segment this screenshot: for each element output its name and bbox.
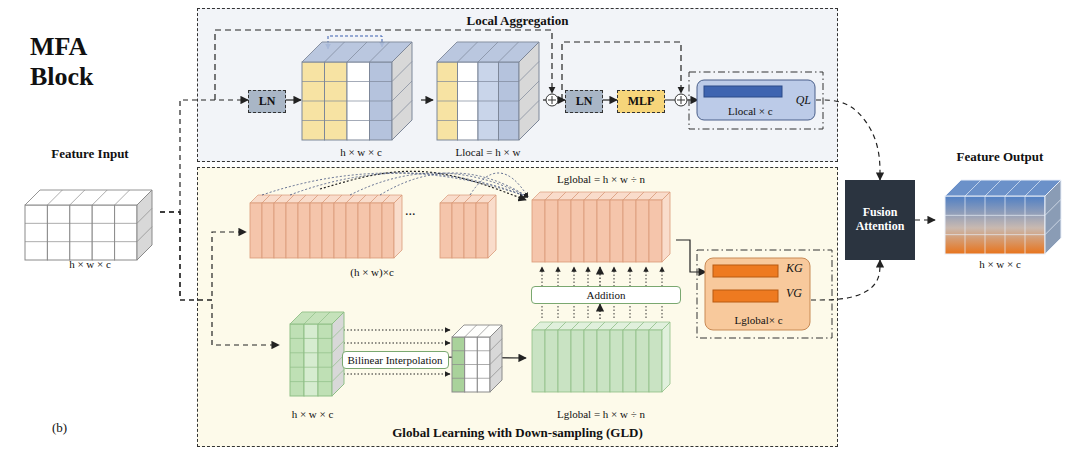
- downsample-map: h × w × c: [279, 306, 346, 421]
- query-frame: [689, 72, 823, 129]
- node-text: Lglobal = h × w ÷ n: [526, 173, 676, 186]
- flow-connector: [599, 267, 600, 286]
- local-tokens: Llocal = h × w: [433, 41, 543, 161]
- token-slabs: [440, 195, 496, 258]
- key-value-frame: [697, 250, 832, 338]
- node-text: h × w × c: [20, 258, 160, 271]
- node-text: MLP: [628, 95, 655, 109]
- input-cube: [25, 190, 152, 260]
- node-text: h × w × c: [935, 258, 1065, 271]
- node-text: Feature Output: [935, 150, 1065, 165]
- local-cube: [302, 42, 412, 140]
- node-text: (h × w)×c: [246, 266, 498, 279]
- layer-norm-box: LN: [248, 90, 286, 113]
- interpolation-arrows: [340, 330, 450, 374]
- flow-connector: [599, 304, 600, 319]
- merged-tokens: Lglobal = h × w ÷ n: [526, 171, 676, 267]
- query-box: [697, 80, 815, 120]
- merged-token-slabs: [532, 192, 670, 262]
- flow-connector: [160, 100, 248, 212]
- node-text: LN: [576, 95, 593, 109]
- node-text: VG: [786, 287, 802, 301]
- node-text: Lglobal× c: [706, 314, 811, 327]
- fusion-attention-box: Fusion Attention: [845, 180, 915, 260]
- feature-map: h × w × c: [301, 41, 421, 161]
- mlp-box: MLP: [617, 90, 665, 113]
- gld-panel-fill: [197, 167, 838, 447]
- node-text: Bilinear Interpolation: [348, 354, 443, 367]
- downsampled-tokens: Lglobal = h × w ÷ n: [526, 319, 676, 421]
- node-text: Lglobal = h × w ÷ n: [526, 408, 676, 421]
- value-bar: [713, 290, 778, 302]
- merged-token-slabs: [532, 322, 670, 392]
- interpolation-box: Bilinear Interpolation: [342, 351, 449, 369]
- node-text: Llocal = h × w: [433, 146, 543, 159]
- node-text: h × w × c: [301, 146, 421, 159]
- flow-connector: [915, 219, 935, 220]
- token-slabs: [250, 195, 402, 258]
- local-token-cube: [437, 42, 539, 140]
- node-text: Local Aggregation: [198, 14, 837, 29]
- token-sequence: (h × w)×c: [246, 189, 498, 279]
- panel-letter: (b): [52, 420, 67, 436]
- flow-connector: [811, 260, 880, 300]
- key-value-tokens: KG VG Lglobal× c: [706, 259, 811, 331]
- gld-panel: (h × w)×cLglobal = h × w ÷ nh × w × cLgl…: [197, 167, 838, 447]
- flow-connector: [676, 240, 706, 272]
- node-text: Llocal × c: [728, 105, 773, 118]
- add-circle: [675, 94, 687, 106]
- node-text: Addition: [586, 289, 625, 302]
- merge-arrows: [262, 173, 528, 197]
- node-text: Fusion Attention: [845, 206, 915, 234]
- interpolated-cube: [452, 325, 502, 392]
- flow-connector: [603, 99, 617, 100]
- layer-norm-box: LN: [565, 90, 603, 113]
- key-value-box: [705, 258, 810, 330]
- add-circle: [546, 94, 558, 106]
- key-bar: [713, 265, 778, 277]
- ellipsis-label: ...: [405, 203, 416, 219]
- node-text: QL: [796, 94, 811, 108]
- flow-connector: [286, 99, 301, 100]
- output-cube: [945, 180, 1061, 254]
- node-text: LN: [259, 95, 276, 109]
- query-bar: [704, 86, 782, 97]
- addition-box: Addition: [531, 286, 681, 304]
- node-text: Feature Input: [20, 147, 160, 162]
- node-text: h × w × c: [279, 408, 346, 421]
- flow-connector: [421, 99, 433, 100]
- local-panel-fill: [197, 8, 838, 162]
- flow-connector: [816, 100, 880, 180]
- flow-connector: [160, 212, 246, 300]
- query-tokens: Llocal × c QL: [698, 81, 816, 121]
- node-text: KG: [786, 262, 803, 276]
- feature-output: Feature Output h × w × c: [935, 150, 1065, 275]
- green-cube: [290, 312, 344, 396]
- local-aggregation-panel: LN h × w × c Llocal = h × w LN MLP Llocal × c…: [197, 8, 838, 162]
- block-title: MFA Block: [30, 32, 140, 92]
- node-text: Global Learning with Down-sampling (GLD): [198, 426, 837, 441]
- feature-input: Feature Input h × w × c: [20, 145, 160, 275]
